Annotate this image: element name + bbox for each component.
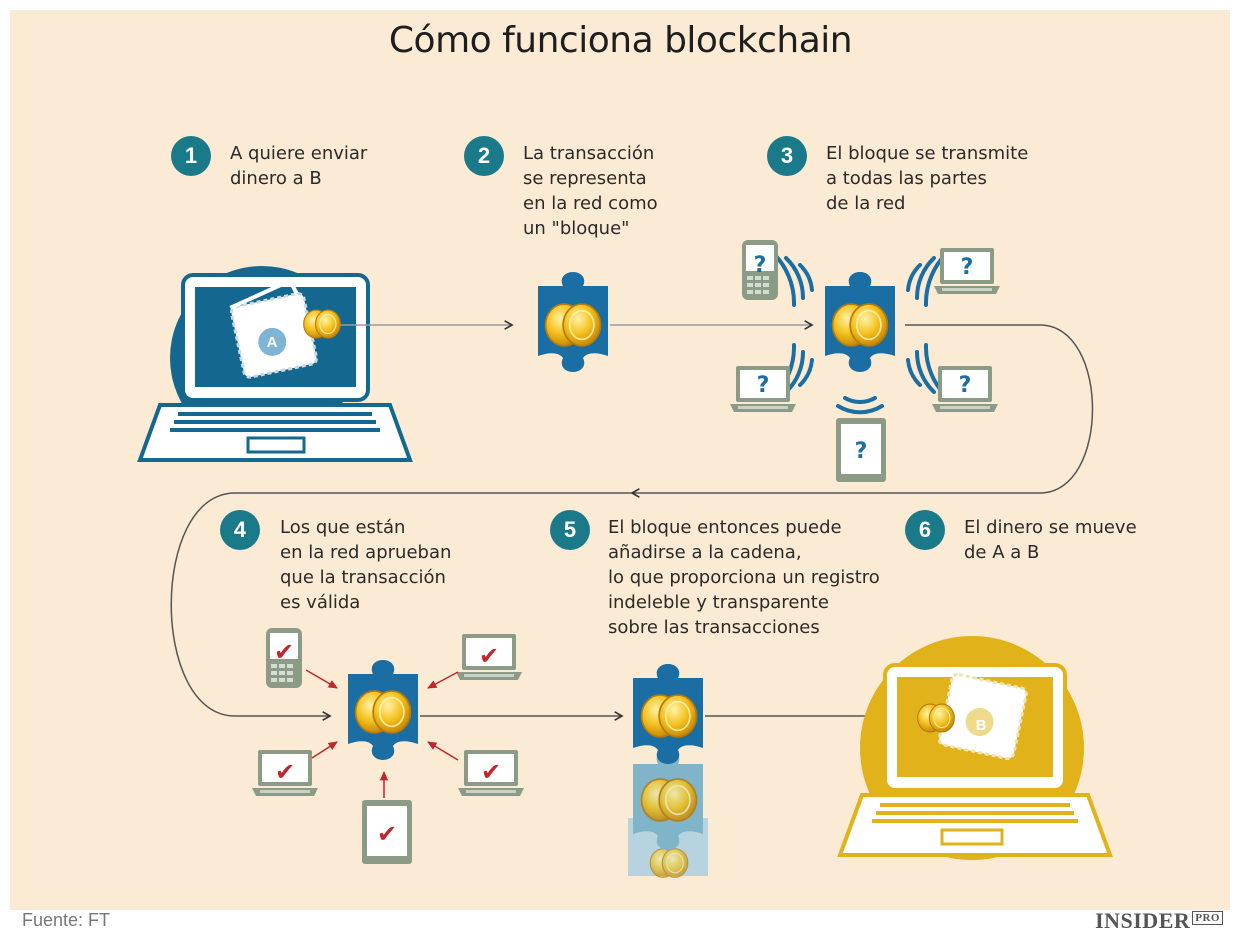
step-number-4: 4 [220,510,260,550]
step-text-6: El dinero se mueve de A a B [964,517,1137,563]
step-number-2: 2 [464,136,504,176]
block-step2 [538,272,608,372]
step-text-5: El bloque entonces puede añadirse a la c… [608,517,880,638]
source-credit: Fuente: FT [22,910,111,930]
check-mark-tablet: ✔ [377,820,397,848]
step-text-4: Los que están en la red aprueban que la … [280,517,452,613]
laptop-b-illustration [837,636,1113,860]
block-chain-illustration [628,664,708,878]
step-text-2: La transacción se representa en la red c… [523,143,658,239]
wallet-a-letter: A [267,334,278,351]
check-mark-phone: ✔ [274,638,294,666]
approval-illustration [252,628,524,864]
step-number-1: 1 [171,136,211,176]
brand-name: INSIDER [1095,908,1191,933]
connector-step3-to-step4 [630,324,1094,498]
question-mark-laptop-top: ? [961,255,974,280]
connector-to-step4-block [170,492,632,721]
wallet-b-letter: B [976,717,987,734]
question-mark-laptop-left: ? [757,373,770,398]
check-mark-laptop-top: ✔ [479,642,499,670]
step-text-3: El bloque se transmite a todas las parte… [826,143,1029,214]
question-mark-laptop-right: ? [959,373,972,398]
step-number-5: 5 [550,510,590,550]
laptop-a-illustration [137,266,413,462]
broadcast-illustration [730,240,1000,482]
step-number-3: 3 [767,136,807,176]
check-mark-laptop-left: ✔ [275,758,295,786]
question-mark-tablet: ? [855,439,868,464]
step-number-6: 6 [905,510,945,550]
step-text-1: A quiere enviar dinero a B [230,143,368,189]
question-mark-phone: ? [754,253,767,278]
check-mark-laptop-right: ✔ [481,758,501,786]
page-title: Cómo funciona blockchain [388,20,853,61]
brand-suffix: PRO [1192,911,1223,925]
